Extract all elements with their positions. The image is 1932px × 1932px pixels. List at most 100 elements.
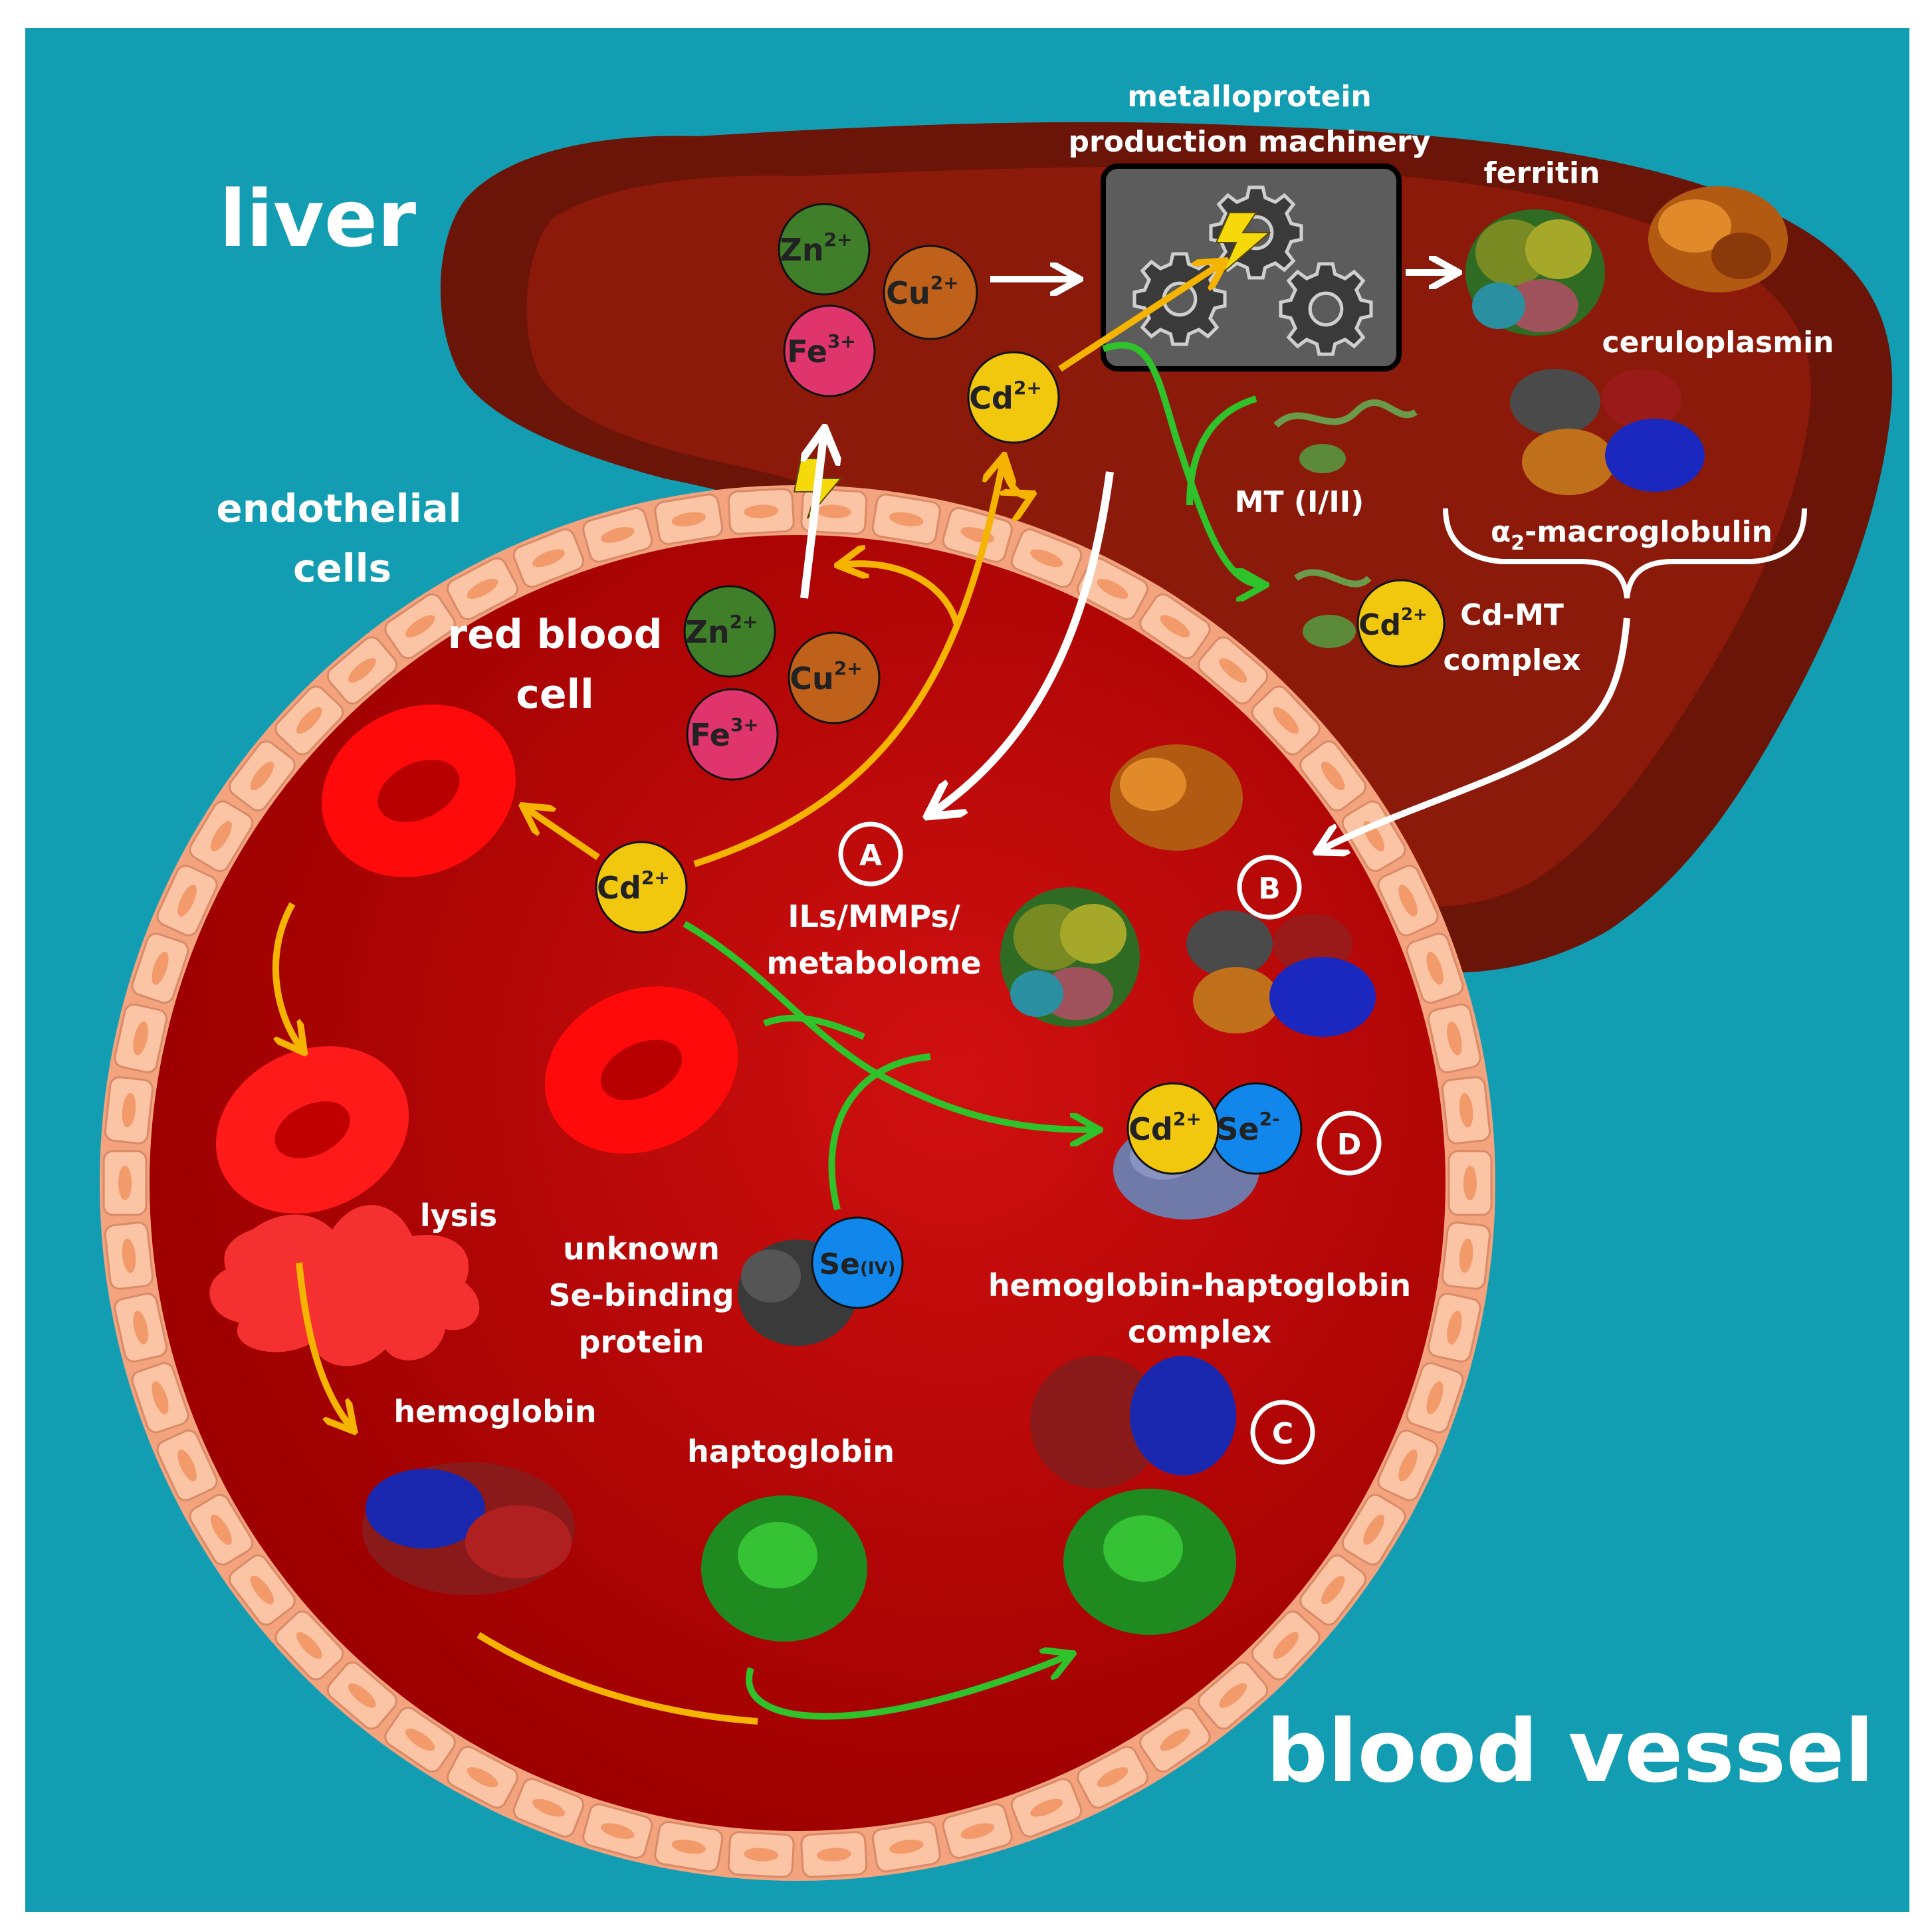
svg-text:Cu2+: Cu2+ xyxy=(790,657,862,697)
hemoglobin-structure xyxy=(362,1462,575,1595)
ferritin-structure xyxy=(1465,209,1605,336)
svg-text:Cd2+: Cd2+ xyxy=(1128,1108,1202,1147)
endothelial-nucleus xyxy=(348,658,376,683)
endothelial-nucleus xyxy=(1363,1514,1385,1545)
svg-text:Cd2+: Cd2+ xyxy=(597,867,670,906)
endothelial-nucleus xyxy=(1097,578,1128,599)
svg-text:Cd2+: Cd2+ xyxy=(969,377,1042,416)
a2-macroglobulin-label: α2-macroglobulin xyxy=(1491,515,1772,555)
zn-ion: Zn2+ xyxy=(778,203,871,296)
ferritin-structure xyxy=(1000,887,1140,1027)
endothelial-nucleus xyxy=(1160,1728,1190,1751)
lysis-label: lysis xyxy=(420,1198,497,1234)
a2-macroglobulin-structure xyxy=(1186,911,1376,1037)
arrow xyxy=(800,432,824,599)
svg-text:Cd2+: Cd2+ xyxy=(1358,605,1428,642)
svg-text:Se(IV): Se(IV) xyxy=(819,1247,895,1281)
marker-c: C xyxy=(1250,1400,1315,1465)
endothelial-nucleus xyxy=(250,1575,274,1605)
ceruloplasmin-structure xyxy=(1648,186,1788,292)
ceruloplasmin-structure xyxy=(1110,744,1243,851)
endothelial-nucleus xyxy=(467,578,498,599)
endothelial-nucleus xyxy=(1459,1238,1473,1273)
cd-se-complex: Se2- Cd2+ xyxy=(1113,1082,1303,1220)
red-blood-cell xyxy=(544,986,738,1154)
endothelial-nucleus xyxy=(1447,1021,1462,1055)
arrow xyxy=(683,920,1097,1130)
arrow xyxy=(841,564,960,626)
arrow xyxy=(763,1014,865,1040)
machinery-label-line2: production machinery xyxy=(1069,125,1431,159)
machinery-label-line1: metalloprotein xyxy=(1127,80,1372,114)
endothelial-nucleus xyxy=(1447,1311,1462,1345)
ils-label-line2: metabolome xyxy=(766,945,981,981)
arrow xyxy=(693,459,1004,867)
endothelial-nucleus xyxy=(296,1632,322,1660)
blood-vessel-title: blood vessel xyxy=(1266,1701,1874,1802)
red-blood-cell xyxy=(322,704,516,877)
endothelial-nucleus xyxy=(889,512,924,527)
svg-text:Fe3+: Fe3+ xyxy=(787,330,856,370)
unknown-label-line2: Se-binding xyxy=(548,1277,734,1313)
rbc-label-line2: cell xyxy=(516,671,593,718)
endothelial-nucleus xyxy=(133,1311,148,1345)
endothelial-nucleus xyxy=(177,1449,197,1481)
cd-ion: Cd2+ xyxy=(595,841,688,934)
endothelial-nucleus xyxy=(1219,1683,1247,1708)
endothelial-nucleus xyxy=(1321,761,1345,791)
arrow xyxy=(1319,617,1630,851)
zn-ion: Zn2+ xyxy=(683,585,776,678)
marker-d: D xyxy=(1317,1111,1382,1176)
svg-text:Zn2+: Zn2+ xyxy=(780,229,852,268)
endothelial-nucleus xyxy=(671,512,706,527)
endothelial-nucleus xyxy=(405,1728,435,1751)
svg-text:C: C xyxy=(1272,1417,1293,1451)
ceruloplasmin-label: ceruloplasmin xyxy=(1602,326,1834,360)
arrow xyxy=(828,1053,931,1211)
endothelial-nucleus xyxy=(122,1238,136,1273)
lysing-red-blood-cell xyxy=(209,1046,480,1366)
cd-mt-label-line1: Cd-MT xyxy=(1460,598,1564,632)
hemoglobin-label: hemoglobin xyxy=(393,1394,596,1430)
endothelial-nucleus xyxy=(1097,1767,1128,1788)
endothelial-label-line2: cells xyxy=(293,546,391,591)
arrow xyxy=(296,1262,352,1429)
endothelial-nucleus xyxy=(1160,615,1190,638)
endothelial-nucleus xyxy=(405,615,435,638)
arrow xyxy=(1186,395,1257,506)
arrow xyxy=(1102,342,1263,585)
marker-b: B xyxy=(1237,855,1302,920)
arrow xyxy=(477,1632,758,1725)
gear-icon xyxy=(1281,264,1371,354)
endothelial-nucleus xyxy=(601,1823,635,1839)
liver-title: liver xyxy=(219,173,416,265)
fe-ion: Fe3+ xyxy=(783,304,876,397)
endothelial-nucleus xyxy=(889,1839,924,1854)
endothelial-nucleus xyxy=(1459,1093,1473,1128)
se-ion: Se2- xyxy=(1210,1082,1303,1175)
cd-ion: Cd2+ xyxy=(1356,579,1446,668)
hemoglobin-haptoglobin-structure xyxy=(1030,1356,1236,1635)
endothelial-nucleus xyxy=(1426,1381,1444,1414)
svg-text:B: B xyxy=(1258,872,1281,906)
endothelial-nucleus xyxy=(210,821,232,852)
cu-ion: Cu2+ xyxy=(883,245,978,340)
hbhp-label-line1: hemoglobin-haptoglobin xyxy=(988,1267,1411,1303)
cd-ion: Cd2+ xyxy=(1127,1082,1220,1175)
cd-mt-structure xyxy=(1294,569,1372,648)
bracket xyxy=(1443,508,1807,599)
se-ion: Se(IV) xyxy=(811,1216,904,1309)
endothelial-nucleus xyxy=(250,761,274,791)
endothelial-nucleus xyxy=(1426,952,1444,985)
endothelial-nucleus xyxy=(1030,549,1063,568)
endothelial-nucleus xyxy=(1273,1632,1299,1660)
endothelial-nucleus xyxy=(532,1798,565,1817)
ils-label-line1: ILs/MMPs/ xyxy=(788,899,960,934)
a2-macroglobulin-structure xyxy=(1510,369,1705,495)
endothelial-nucleus xyxy=(744,1848,779,1862)
endothelial-nucleus xyxy=(816,1848,851,1862)
arrow xyxy=(930,471,1114,814)
endothelial-nucleus xyxy=(122,1093,136,1128)
svg-text:A: A xyxy=(859,839,882,873)
